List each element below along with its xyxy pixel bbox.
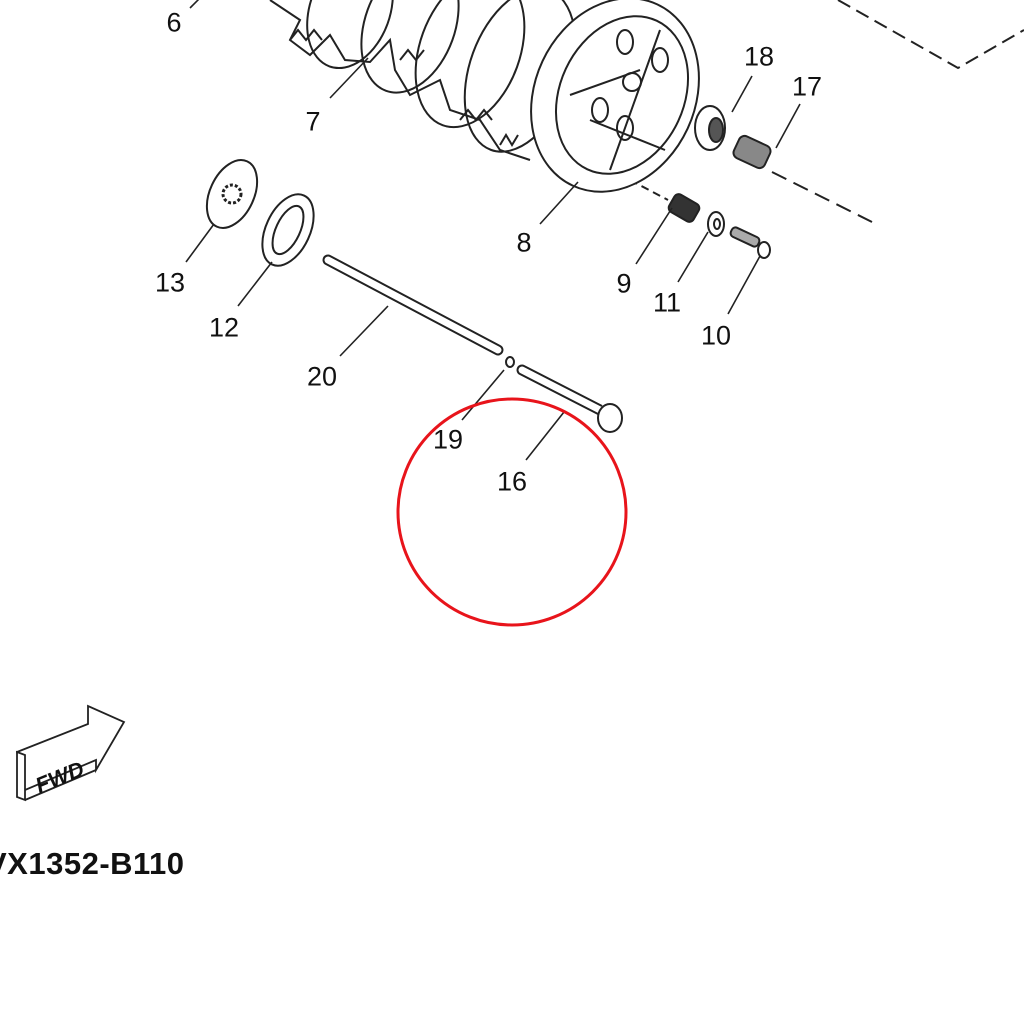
leader-lines [185,0,801,461]
ball [505,356,515,368]
spring-large [732,134,772,170]
callout-20: 20 [306,361,338,392]
callout-12: 12 [208,312,240,343]
callout-11: 11 [652,287,682,318]
washer [261,193,315,267]
push-rod [322,254,504,356]
callout-8: 8 [516,227,532,258]
highlight-circle [396,397,628,627]
callout-13: 13 [154,267,186,298]
dashed-reference-line [837,0,1024,70]
nut [694,105,726,151]
callout-17: 17 [791,71,823,102]
pressure-plate [530,0,700,193]
push-rod-bolt [516,364,623,433]
circlip [205,159,259,229]
callout-10: 10 [700,320,732,351]
screw [729,226,771,259]
fwd-arrow-icon: FWD [15,704,126,802]
callout-19: 19 [432,424,464,455]
washer-small [707,211,725,237]
diagram-code: VX1352-B110 [0,846,185,881]
callout-6: 6 [166,7,182,38]
callout-9: 9 [616,268,632,299]
callout-18: 18 [743,41,775,72]
dashed-axis-line [771,171,873,223]
callout-16: 16 [496,466,528,497]
spring-small [667,193,701,223]
callout-7: 7 [305,106,321,137]
